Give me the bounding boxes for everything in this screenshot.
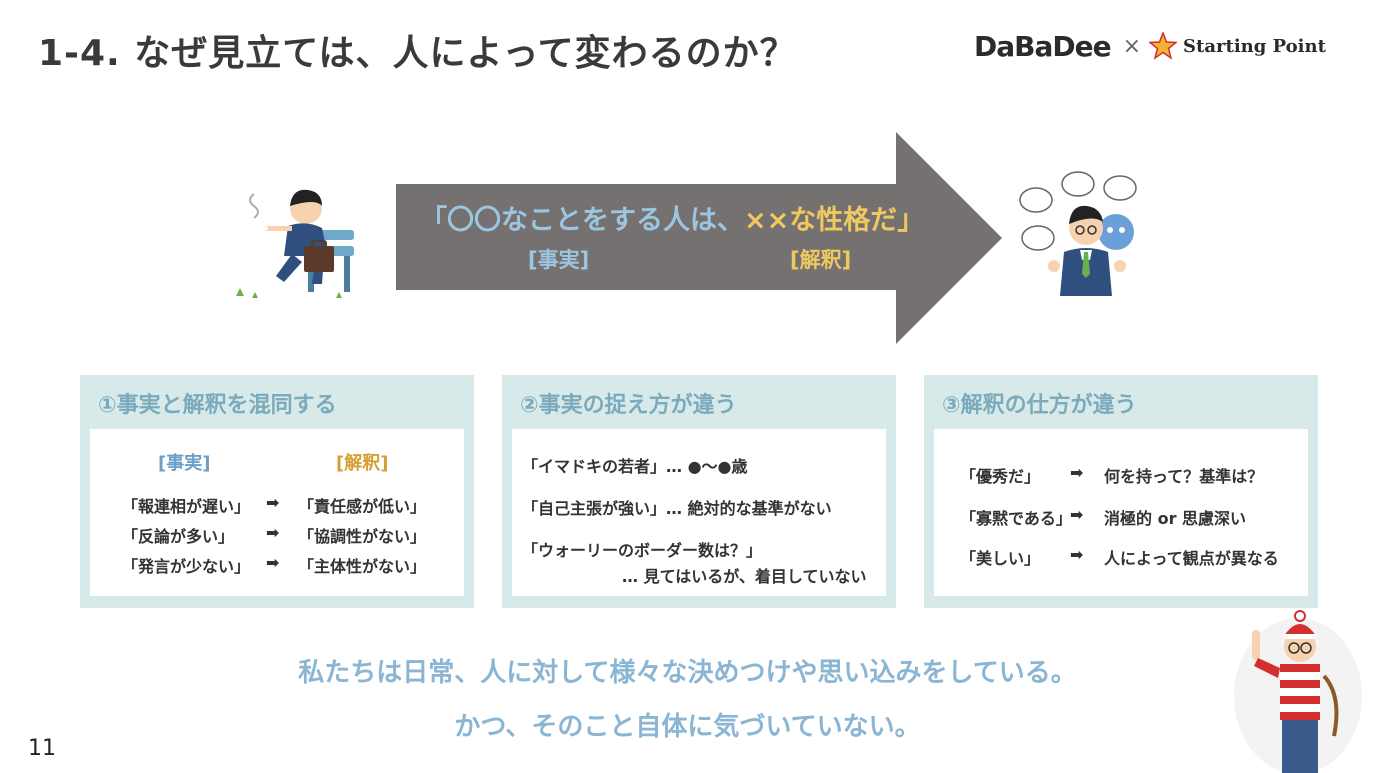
logo-separator: × — [1122, 33, 1142, 59]
word-cell: 「優秀だ」 — [960, 467, 1041, 486]
fact-cell: 「反論が多い」 — [122, 527, 235, 546]
waldo-character-icon — [1234, 610, 1362, 773]
arrow-quote-close: 」 — [897, 205, 925, 236]
panel-interpretation: ③解釈の仕方が違う 「優秀だ」 ➡ 何を持って？基準は？ 「寡黙である」 ➡ 消… — [924, 375, 1318, 608]
arrow-tag-interp: [解釈] — [790, 248, 852, 272]
dabadee-logo: DaBaDee — [974, 29, 1112, 63]
arrow-quote-interp: ××な性格だ — [744, 205, 898, 236]
header-fact: [事実] — [158, 453, 211, 474]
fact-cell: 「報連相が遅い」 — [122, 497, 251, 516]
interp-cell: 「責任感が低い」 — [298, 497, 427, 516]
example-line: 「ウォーリーのボーダー数は？」 — [522, 541, 763, 560]
word-cell: 「寡黙である」 — [960, 509, 1072, 528]
arrow-shape — [396, 132, 1002, 344]
panel-title: ②事実の捉え方が違う — [520, 393, 737, 418]
header-interp: [解釈] — [336, 453, 389, 474]
arrow-quote-fact: 「〇〇なことをする人は、 — [420, 205, 744, 236]
arrow-right-icon: ➡ — [1070, 505, 1084, 524]
panel-body: 「イマドキの若者」… ●〜●歳 「自己主張が強い」… 絶対的な基準がない 「ウォ… — [512, 429, 886, 596]
arrow-tag-fact: [事実] — [528, 248, 590, 272]
panel-title: ①事実と解釈を混同する — [98, 393, 337, 418]
example-line: 「自己主張が強い」… 絶対的な基準がない — [522, 499, 832, 518]
arrow-right-icon: ➡ — [266, 553, 280, 572]
interp-cell: 「協調性がない」 — [298, 527, 427, 546]
arrow-right-icon: ➡ — [266, 523, 280, 542]
arrow-statement: 「〇〇なことをする人は、××な性格だ」 — [420, 198, 950, 237]
example-line: … 見てはいるが、着目していない — [622, 567, 867, 586]
panel-body: 「優秀だ」 ➡ 何を持って？基準は？ 「寡黙である」 ➡ 消極的 or 思慮深い… — [934, 429, 1308, 596]
businessman-with-thought-bubbles-icon — [1019, 171, 1137, 296]
panel-perception: ②事実の捉え方が違う 「イマドキの若者」… ●〜●歳 「自己主張が強い」… 絶対… — [502, 375, 896, 608]
starting-point-logo: Starting Point — [1183, 35, 1326, 57]
meaning-cell: 消極的 or 思慮深い — [1104, 509, 1247, 528]
conclusion-line-2: かつ、そのこと自体に気づいていない。 — [454, 712, 921, 742]
businessman-smoking-on-bench-icon — [236, 189, 354, 298]
example-line: 「イマドキの若者」… ●〜●歳 — [522, 457, 748, 476]
meaning-cell: 何を持って？基準は？ — [1104, 467, 1264, 486]
arrow-right-icon: ➡ — [1070, 545, 1084, 564]
panel-body: [事実] [解釈] 「報連相が遅い」 ➡ 「責任感が低い」 「反論が多い」 ➡ … — [90, 429, 464, 596]
meaning-cell: 人によって観点が異なる — [1104, 549, 1279, 568]
arrow-right-icon: ➡ — [266, 493, 280, 512]
interp-cell: 「主体性がない」 — [298, 557, 427, 576]
logo-area: DaBaDee × Starting Point — [974, 28, 1326, 64]
slide-title: 1-4. なぜ見立ては、人によって変わるのか？ — [38, 33, 797, 74]
word-cell: 「美しい」 — [960, 549, 1041, 568]
page-number: 11 — [28, 736, 56, 761]
panel-title: ③解釈の仕方が違う — [942, 393, 1137, 418]
conclusion-line-1: 私たちは日常、人に対して様々な決めつけや思い込みをしている。 — [298, 658, 1077, 688]
fact-cell: 「発言が少ない」 — [122, 557, 251, 576]
panel-confusion: ①事実と解釈を混同する [事実] [解釈] 「報連相が遅い」 ➡ 「責任感が低い… — [80, 375, 474, 608]
arrow-right-icon: ➡ — [1070, 463, 1084, 482]
star-icon — [1149, 32, 1178, 60]
